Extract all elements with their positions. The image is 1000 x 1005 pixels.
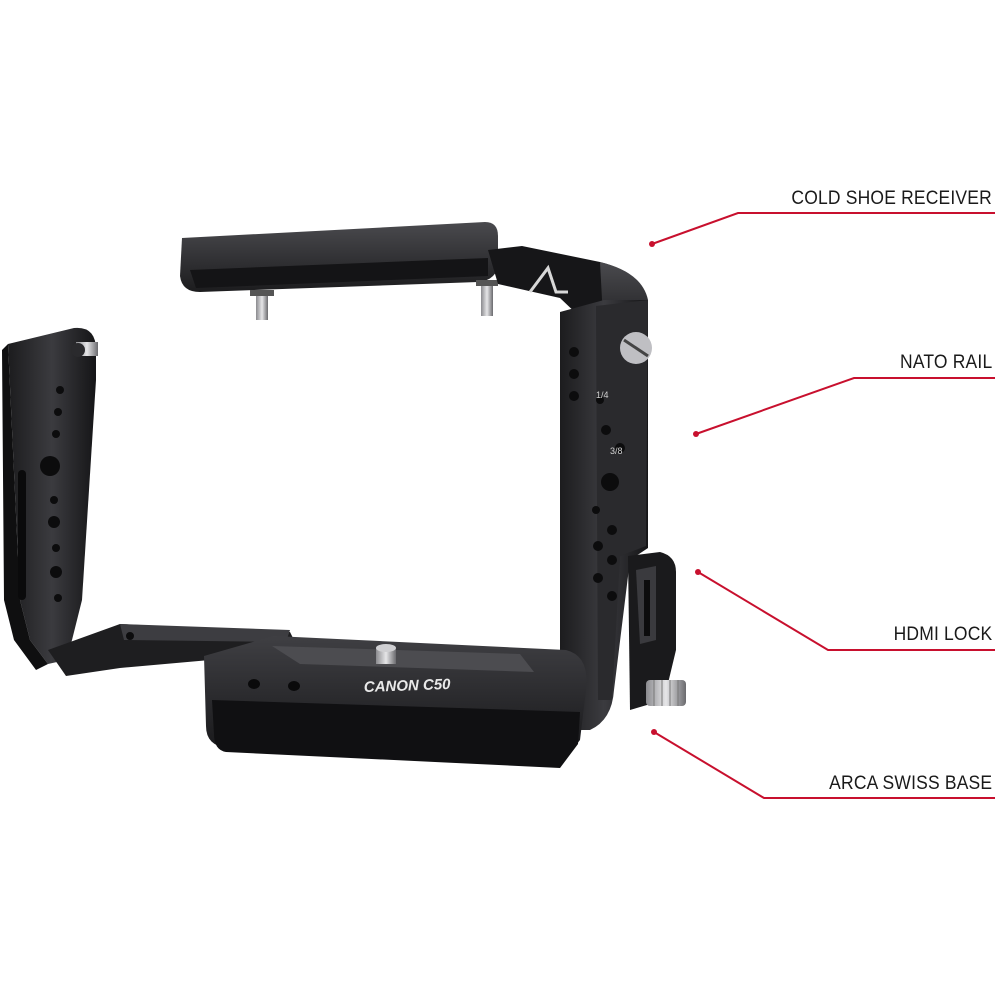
bottom-arm [48, 624, 300, 676]
callout-label-hdmi-lock: HDMI LOCK [893, 624, 992, 645]
model-engraving: CANON C50 [364, 676, 452, 696]
screw-icon [481, 280, 493, 316]
callout-label-nato-rail: NATO RAIL [899, 352, 992, 373]
knurled-knob-icon [646, 680, 686, 706]
callout-dot-icon [693, 431, 699, 437]
arca-swiss-base: CANON C50 [204, 636, 587, 768]
callout-dots [649, 241, 701, 735]
callout-dot-icon [695, 569, 701, 575]
leader-line-nato-rail [695, 377, 995, 435]
callout-label-cold-shoe-receiver: COLD SHOE RECEIVER [791, 188, 992, 209]
left-side-handle [2, 327, 98, 670]
tripod-screw-icon [376, 648, 396, 664]
leader-line-cold-shoe [651, 212, 995, 245]
right-side-plate: 1/4 3/8 [560, 300, 652, 730]
top-handle [180, 222, 498, 320]
screw-icon [256, 292, 268, 320]
callout-leaders [651, 212, 995, 799]
mount-mark-quarter: 1/4 [596, 390, 609, 400]
leader-line-arca-swiss [653, 731, 995, 799]
mount-mark-three-eighths: 3/8 [610, 446, 623, 456]
brand-logo-icon [528, 264, 568, 294]
hdmi-lock [628, 552, 686, 710]
callout-dot-icon [651, 729, 657, 735]
leader-line-hdmi-lock [697, 571, 995, 651]
handle-holes [18, 386, 64, 602]
mounting-holes [569, 347, 625, 601]
callout-dot-icon [649, 241, 655, 247]
callout-label-arca-swiss-base: ARCA SWISS BASE [828, 773, 992, 794]
